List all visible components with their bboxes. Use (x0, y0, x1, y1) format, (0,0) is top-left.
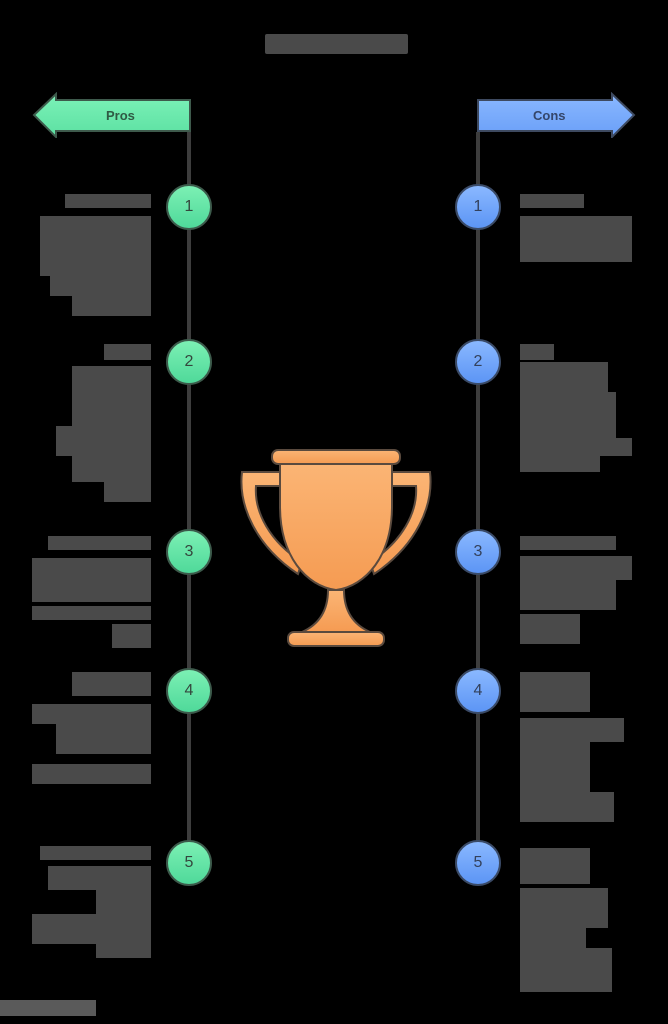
pro-step-3: 3 (166, 529, 212, 575)
pros-connector-line (187, 132, 191, 862)
pro-step-4: 4 (166, 668, 212, 714)
cons-arrow (477, 92, 636, 138)
pro-step-5: 5 (166, 840, 212, 886)
con-step-3: 3 (455, 529, 501, 575)
trophy-icon (240, 449, 432, 647)
pro-step-1: 1 (166, 184, 212, 230)
diagram-title-redacted (265, 34, 408, 54)
cons-connector-line (476, 132, 480, 862)
con-step-5: 5 (455, 840, 501, 886)
con-step-2: 2 (455, 339, 501, 385)
con-step-1: 1 (455, 184, 501, 230)
pros-arrow (32, 92, 191, 138)
watermark-redacted (0, 1000, 96, 1016)
con-step-4: 4 (455, 668, 501, 714)
cons-label: Cons (533, 108, 566, 123)
pros-label: Pros (106, 108, 135, 123)
pro-step-2: 2 (166, 339, 212, 385)
